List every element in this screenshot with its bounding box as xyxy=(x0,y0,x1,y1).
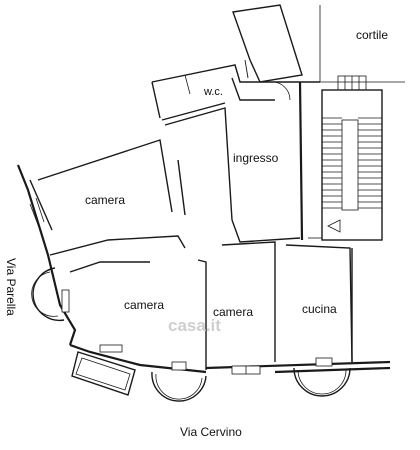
room-label-camera-3: camera xyxy=(213,305,254,319)
room-label-wc: w.c. xyxy=(204,86,223,98)
room-label-ingresso: ingresso xyxy=(233,151,279,165)
room-label-cortile: cortile xyxy=(356,28,389,42)
wc-walls xyxy=(151,64,320,121)
watermark-logo: casa.it xyxy=(168,316,221,335)
room-label-cucina: cucina xyxy=(302,302,337,316)
left-bay-window xyxy=(31,267,65,322)
camera-partition xyxy=(49,235,186,273)
bottom-bay-windows xyxy=(151,367,351,402)
top-projection-walls xyxy=(232,4,303,83)
left-exterior-wall xyxy=(16,139,173,346)
street-label-via-cervino: Via Cervino xyxy=(180,425,242,439)
staircase xyxy=(308,75,383,241)
window-markers xyxy=(61,289,333,375)
courtyard-boundary xyxy=(319,5,405,83)
ingresso-walls xyxy=(164,81,304,243)
room-label-camera-2: camera xyxy=(124,298,165,312)
room-label-camera-1: camera xyxy=(85,193,126,207)
street-label-via-parella: Via Parella xyxy=(4,258,18,316)
